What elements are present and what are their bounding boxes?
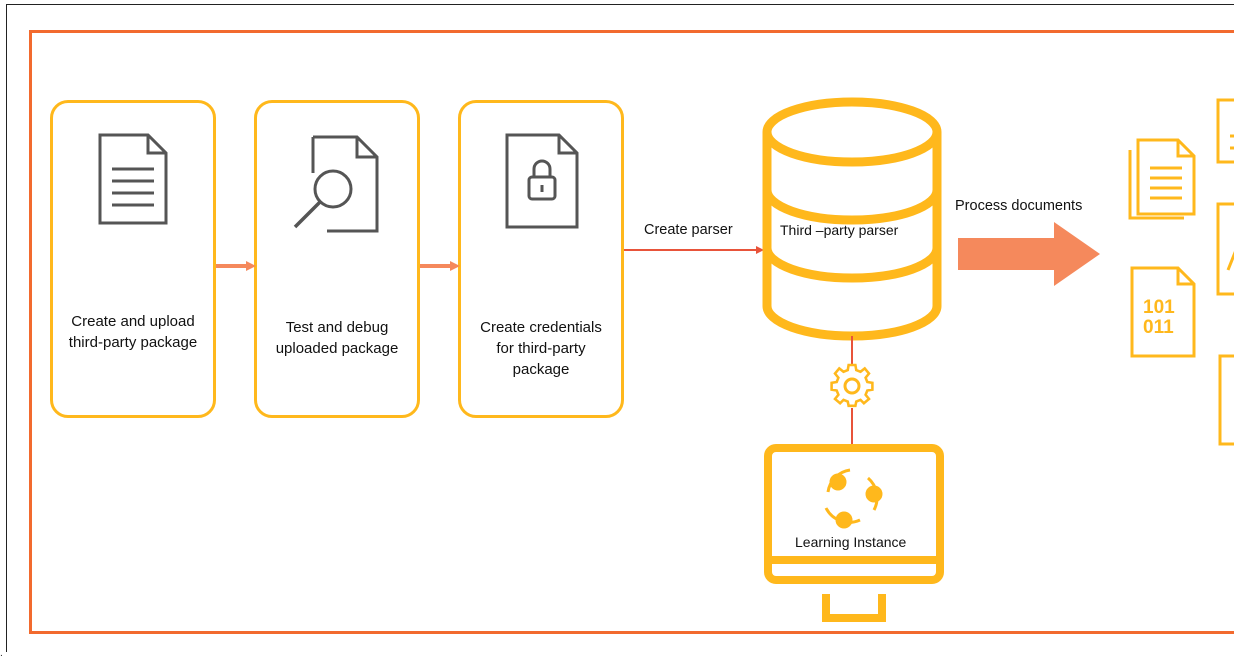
step-label-line: for third-party [496,340,586,357]
document-icon [98,133,168,225]
corner-dot: . [0,648,3,659]
step-label-line: package [512,361,570,378]
document-search-icon [293,135,379,233]
step-card-credentials: Create credentials for third-party packa… [458,100,624,418]
process-arrow [958,222,1100,286]
step-label-line: Create credentials [480,319,602,336]
step-label-line: Create and upload [71,313,195,330]
step-label-line: uploaded package [275,340,399,357]
connector-arrow [216,261,256,271]
document-icon [1218,354,1234,446]
binary-document-icon [1130,266,1196,358]
gear-icon [830,363,874,408]
step-label: Create and upload third-party package [57,311,209,353]
monitor-icon [764,444,944,622]
document-stack-icon [1128,138,1196,220]
binary-line: 101 [1143,297,1175,318]
parser-label: Third –party parser [780,222,899,238]
process-documents-label: Process documents [955,198,1083,214]
step-card-test: Test and debug uploaded package [254,100,420,418]
step-label: Test and debug uploaded package [261,317,413,359]
document-lock-icon [505,133,579,229]
create-parser-arrow [624,246,764,254]
database-icon [762,97,942,341]
connector-arrow [420,261,460,271]
learning-instance-label: Learning Instance [795,534,907,550]
binary-text: 101 011 [1143,298,1175,338]
learning-cycle-icon [824,468,883,529]
screenshot-frame [6,4,1234,652]
step-label: Create credentials for third-party packa… [465,317,617,380]
document-icon [1216,98,1234,164]
step-label-line: third-party package [68,334,198,351]
document-icon [1216,202,1234,296]
diagram-border [29,30,1234,634]
step-label-line: Test and debug [285,319,389,336]
create-parser-label: Create parser [644,222,733,238]
binary-line: 011 [1143,317,1174,338]
step-card-upload: Create and upload third-party package [50,100,216,418]
